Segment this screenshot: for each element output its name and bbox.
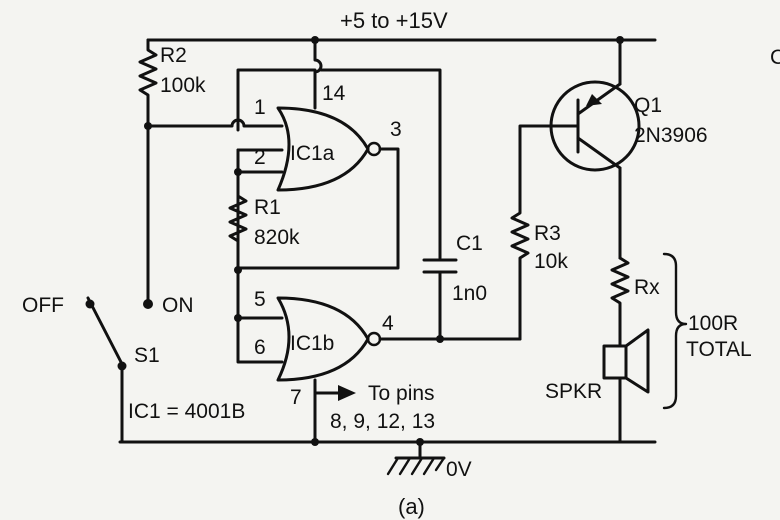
gate-a-pin3: 3 [390,118,402,141]
r3-name: R3 [534,222,561,245]
r1-value: 820k [254,226,300,249]
switch-on-label: ON [162,294,194,317]
r2-name: R2 [160,44,187,67]
gate-ic1b [276,296,522,382]
supply-rail [146,36,657,44]
total-line1: 100R [688,312,738,335]
pins-note-line1: To pins [368,382,435,405]
speaker [602,328,650,444]
gate-b-name: IC1b [290,332,334,355]
transistor-q1 [549,38,641,260]
gate-a-pin1: 1 [254,96,266,119]
gate-b-pin7: 7 [290,386,302,409]
gate-a-pin14: 14 [322,82,346,105]
edge-fragment: C [770,46,780,69]
q1-name: Q1 [634,94,662,117]
gate-b-pin5: 5 [254,288,266,311]
gate-b-pin6: 6 [254,336,266,359]
switch-name: S1 [134,344,160,367]
c1-name: C1 [456,232,483,255]
capacitor-c1 [422,258,458,341]
gate-a-pin2: 2 [254,146,266,169]
resistor-r1 [228,170,248,270]
r3-value: 10k [534,250,568,273]
total-line2: TOTAL [686,338,752,361]
resistor-r3 [510,124,555,341]
gate-ic1a [236,106,400,270]
q1-value: 2N3906 [634,124,708,147]
ground-label: 0V [446,458,472,481]
figure-caption: (a) [398,494,425,519]
ground-symbol [386,440,446,476]
switch-off-label: OFF [22,294,64,317]
gate-b-pin4: 4 [382,312,394,335]
r1-name: R1 [254,196,281,219]
pin14-wiring [313,38,323,110]
resistor-rx [610,256,630,348]
ground-rail [118,438,657,446]
r2-value: 100k [160,74,206,97]
speaker-label: SPKR [545,380,602,403]
switch-s1[interactable] [85,296,127,444]
pin7-wiring [313,378,356,444]
supply-label: +5 to +15V [340,8,448,33]
ic-note: IC1 = 4001B [128,400,245,423]
gate-b-input-wiring [234,266,284,364]
total-brace [662,252,688,410]
pins-note-line2: 8, 9, 12, 13 [330,410,435,433]
c1-top-wiring [319,68,442,260]
c1-value: 1n0 [452,282,487,305]
resistor-r2 [138,38,158,130]
gate-a-name: IC1a [290,142,335,165]
rx-name: Rx [634,276,660,299]
